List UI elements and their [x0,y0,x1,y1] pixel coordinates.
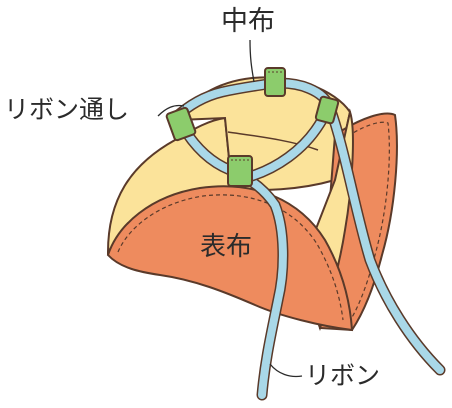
ribbon-loop-top [264,67,286,97]
outer-fabric-label: 表布 [200,232,253,262]
outer-fabric-right-stitch [341,121,390,323]
leader-ribbon-loop [157,104,185,117]
ribbon-loop-right [314,95,340,125]
outer-fabric-front-stitch [117,194,344,321]
leader-inner-fabric [249,39,255,83]
ribbon-loop-label: リボン通し [4,95,130,124]
outer-fabric-front [106,185,354,332]
ribbon-loop-front [227,155,253,187]
leader-ribbon [269,363,303,378]
ribbon-label: リボン [305,361,381,390]
ribbon-loop-left [165,106,197,142]
inner-fabric-crease [227,131,319,151]
inner-fabric-label: 中布 [221,6,275,37]
